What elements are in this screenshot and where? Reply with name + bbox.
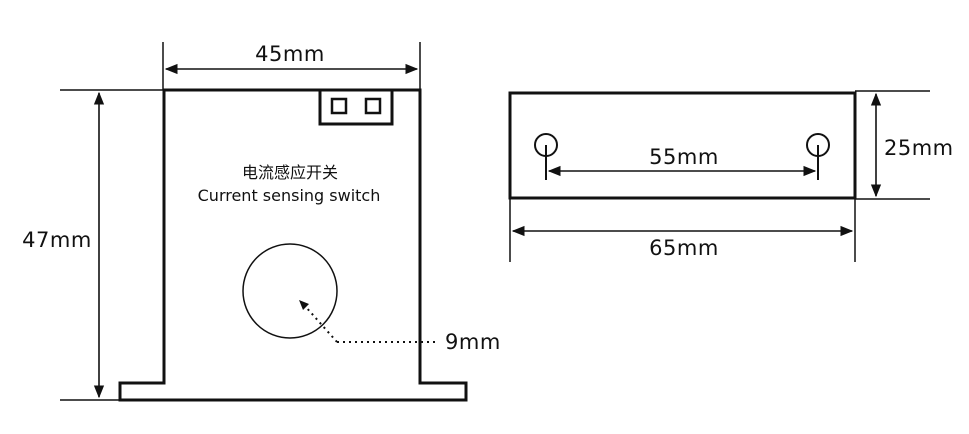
width-label: 45mm xyxy=(255,42,325,66)
side-view: 55mm 65mm 25mm xyxy=(508,90,966,262)
length-label: 65mm xyxy=(649,236,719,260)
side-body-outline xyxy=(508,91,857,200)
sensing-hole xyxy=(242,243,338,339)
hole-leader-arrowhead xyxy=(299,300,309,310)
product-title-en: Current sensing switch xyxy=(198,186,381,205)
hole-label: 9mm xyxy=(445,330,501,354)
terminal-block xyxy=(318,88,394,126)
height-label-mask xyxy=(18,226,96,254)
front-body-outline xyxy=(118,88,468,402)
side-height-label: 25mm xyxy=(884,136,954,160)
hole-spacing-label: 55mm xyxy=(649,145,719,169)
height-label: 47mm xyxy=(22,228,92,252)
front-view: 电流感应开关 Current sensing switch 45mm 47mm … xyxy=(18,42,501,402)
terminal-left xyxy=(330,97,348,115)
hole-leader-diagonal xyxy=(304,305,338,343)
product-title-cn: 电流感应开关 xyxy=(242,163,338,182)
side-height-label-mask xyxy=(880,133,966,161)
terminal-right xyxy=(364,97,382,115)
